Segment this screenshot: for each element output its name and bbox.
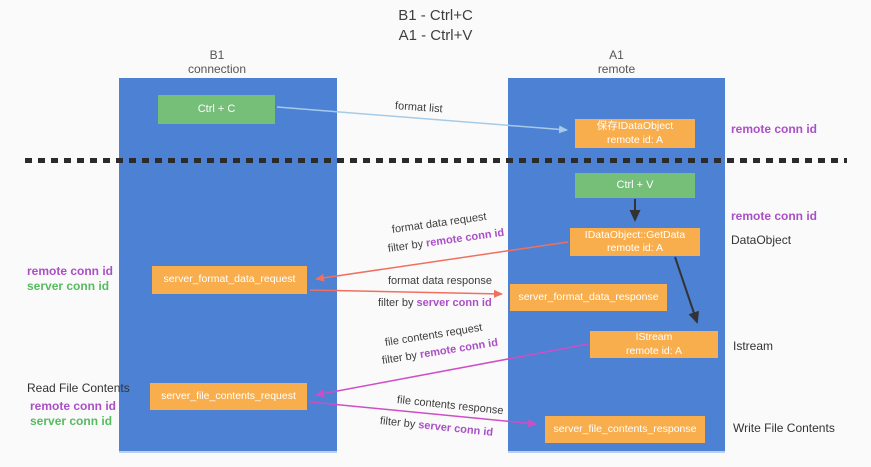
label-format-data-response-text: format data response [388, 275, 492, 287]
node-server-file-contents-response-label: server_file_contents_response [553, 422, 697, 435]
node-save-idataobject: 保存IDataObject remote id: A [575, 119, 695, 148]
right-column-role: remote [597, 62, 636, 76]
label-format-data-response: format data response [388, 275, 492, 287]
node-server-format-data-request: server_format_data_request [152, 266, 307, 294]
node-istream: IStream remote id: A [590, 331, 718, 358]
node-save-idataobject-line1: 保存IDataObject [596, 120, 674, 133]
node-server-format-data-request-label: server_format_data_request [163, 273, 296, 286]
left-column-name: B1 [209, 48, 225, 62]
annotation-remote-conn-id-left-2: remote conn id [30, 399, 117, 413]
label-filter-server-conn-id-2: server conn id [417, 419, 494, 439]
label-file-contents-response-text: file contents response [396, 394, 505, 418]
label-filter-by-1: filter by [387, 238, 424, 255]
annotation-write-file-contents: Write File Contents [733, 421, 835, 435]
annotation-dataobject: DataObject [731, 233, 792, 247]
label-filter-remote-conn-id-1: remote conn id [425, 226, 506, 250]
node-ctrl-v-label: Ctrl + V [616, 178, 654, 191]
left-column-role: connection [187, 62, 247, 76]
label-format-list-text: format list [394, 100, 443, 116]
annotation-read-file-contents: Read File Contents [27, 381, 130, 395]
label-filter-by-3: filter by [381, 349, 418, 367]
node-save-idataobject-line2: remote id: A [606, 133, 664, 146]
connector-format-data-response [309, 289, 503, 298]
label-file-contents-response: file contents response [396, 394, 504, 417]
node-server-file-contents-response: server_file_contents_response [545, 416, 705, 443]
right-column-name: A1 [609, 48, 624, 62]
left-column-header: B1 connection [119, 48, 315, 76]
title-line-2: A1 - Ctrl+V [398, 27, 473, 44]
annotation-istream: Istream [733, 339, 774, 353]
node-server-file-contents-request: server_file_contents_request [150, 383, 307, 410]
diagram-title: B1 - Ctrl+C A1 - Ctrl+V [0, 6, 871, 46]
annotation-remote-conn-id-mid-right: remote conn id [731, 209, 818, 223]
annotation-server-conn-id-left-1: server conn id [27, 279, 110, 293]
node-server-file-contents-request-label: server_file_contents_request [161, 389, 296, 402]
annotation-server-conn-id-left-2: server conn id [30, 414, 113, 428]
label-format-list: format list [395, 100, 443, 115]
annotation-remote-conn-id-left-1: remote conn id [27, 264, 114, 278]
node-server-format-data-response-label: server_format_data_response [518, 290, 659, 303]
node-istream-line2: remote id: A [625, 344, 683, 357]
node-ctrl-c: Ctrl + C [158, 95, 275, 124]
node-idataobject-getdata: IDataObject::GetData remote id: A [570, 228, 700, 256]
annotation-remote-conn-id-top-right: remote conn id [731, 122, 818, 136]
node-ctrl-c-label: Ctrl + C [197, 102, 236, 115]
label-filter-server-conn-id-1: server conn id [416, 297, 492, 309]
node-istream-line1: IStream [635, 331, 673, 344]
title-line-1: B1 - Ctrl+C [398, 7, 473, 24]
node-idataobject-getdata-line2: remote id: A [606, 242, 664, 254]
right-column-header: A1 remote [508, 48, 725, 76]
copy-paste-separator-line [25, 158, 847, 163]
node-server-format-data-response: server_format_data_response [510, 284, 667, 311]
node-ctrl-v: Ctrl + V [575, 173, 695, 198]
node-idataobject-getdata-line1: IDataObject::GetData [584, 228, 686, 241]
label-filter-by-2: filter by [378, 297, 414, 309]
label-filter-by-4: filter by [379, 415, 416, 431]
